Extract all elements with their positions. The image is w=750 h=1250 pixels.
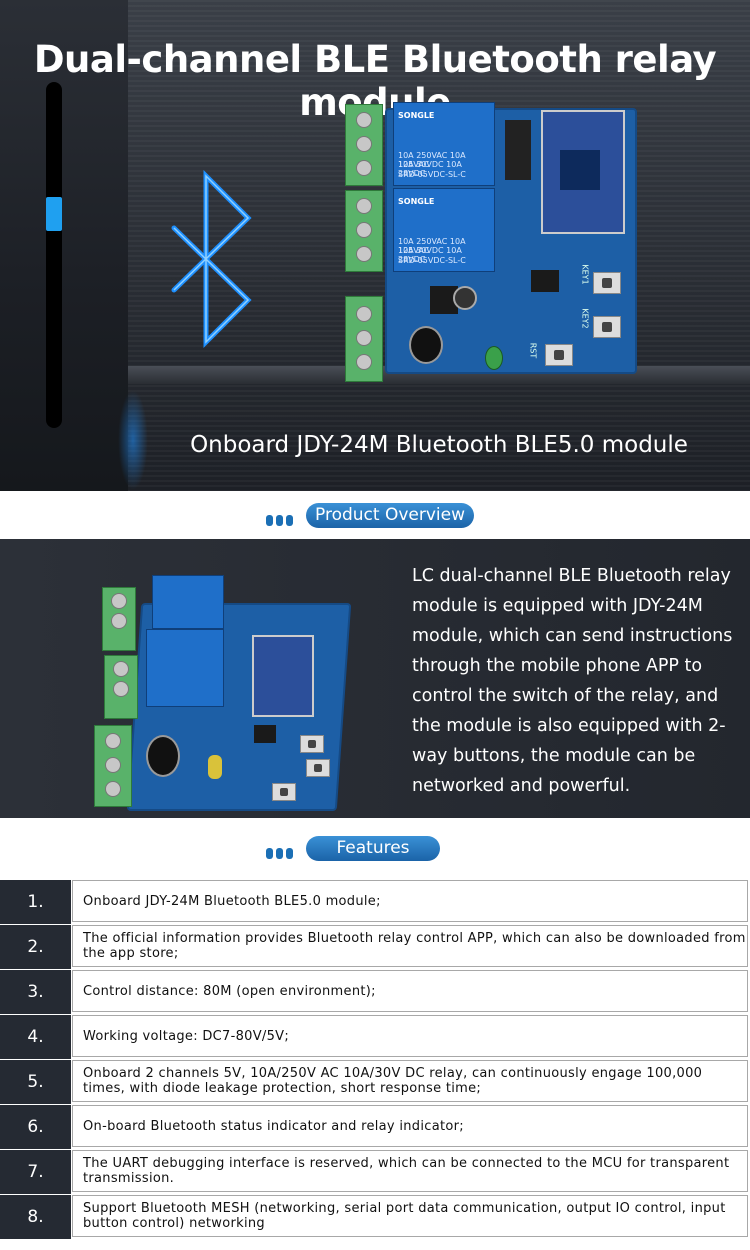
row-number: 3. bbox=[0, 970, 71, 1014]
row-text: Support Bluetooth MESH (networking, seri… bbox=[72, 1195, 748, 1237]
dots-decoration bbox=[266, 844, 296, 863]
relay-rating-line: 10A 250VAC 10A 125VAC bbox=[398, 237, 466, 255]
row-number: 5. bbox=[0, 1060, 71, 1104]
row-text: On-board Bluetooth status indicator and … bbox=[72, 1105, 748, 1147]
relay-brand: SONGLE bbox=[398, 197, 435, 206]
overview-section-header: Product Overview bbox=[0, 491, 750, 539]
row-number: 4. bbox=[0, 1015, 71, 1059]
table-row: 7. The UART debugging interface is reser… bbox=[0, 1150, 750, 1194]
rst-button bbox=[545, 344, 573, 366]
blue-glow bbox=[118, 390, 148, 490]
hero-subtitle: Onboard JDY-24M Bluetooth BLE5.0 module bbox=[190, 432, 688, 458]
relay-rating-line: 10A 250VAC 10A 125VAC bbox=[398, 151, 466, 169]
row-text: The UART debugging interface is reserved… bbox=[72, 1150, 748, 1192]
key1-button bbox=[593, 272, 621, 294]
table-row: 1. Onboard JDY-24M Bluetooth BLE5.0 modu… bbox=[0, 880, 750, 924]
row-text: Onboard 2 channels 5V, 10A/250V AC 10A/3… bbox=[72, 1060, 748, 1102]
rst-label: RST bbox=[528, 342, 538, 359]
row-number: 8. bbox=[0, 1195, 71, 1239]
key2-button bbox=[593, 316, 621, 338]
relay-model: SRD-05VDC-SL-C bbox=[398, 170, 466, 179]
table-row: 2. The official information provides Blu… bbox=[0, 925, 750, 969]
row-number: 2. bbox=[0, 925, 71, 969]
overview-board-image bbox=[92, 575, 352, 811]
bluetooth-icon bbox=[171, 170, 252, 349]
table-row: 8. Support Bluetooth MESH (networking, s… bbox=[0, 1195, 750, 1239]
row-number: 1. bbox=[0, 880, 71, 924]
overview-heading: Product Overview bbox=[306, 503, 474, 528]
table-row: 4. Working voltage: DC7-80V/5V; bbox=[0, 1015, 750, 1059]
relay-rating-line: 10A 30VDC 10A 28VDC bbox=[398, 160, 462, 178]
row-text: The official information provides Blueto… bbox=[72, 925, 748, 967]
features-section-header: Features bbox=[0, 824, 750, 872]
key1-label: KEY1 bbox=[580, 264, 590, 285]
key2-label: KEY2 bbox=[580, 308, 590, 329]
table-row: 5. Onboard 2 channels 5V, 10A/250V AC 10… bbox=[0, 1060, 750, 1104]
slider-thumb[interactable] bbox=[46, 197, 62, 232]
table-row: 6. On-board Bluetooth status indicator a… bbox=[0, 1105, 750, 1149]
hero-banner: Dual-channel BLE Bluetooth relay module … bbox=[0, 0, 750, 491]
overview-panel: LC dual-channel BLE Bluetooth relay modu… bbox=[0, 539, 750, 818]
relay-brand: SONGLE bbox=[398, 111, 435, 120]
table-row: 3. Control distance: 80M (open environme… bbox=[0, 970, 750, 1014]
slider-track[interactable] bbox=[46, 82, 62, 428]
row-text: Control distance: 80M (open environment)… bbox=[72, 970, 748, 1012]
overview-description: LC dual-channel BLE Bluetooth relay modu… bbox=[412, 566, 733, 796]
features-heading: Features bbox=[306, 836, 440, 861]
relay-1: SONGLE 10A 250VAC 10A 125VAC 10A 30VDC 1… bbox=[393, 102, 495, 186]
row-text: Onboard JDY-24M Bluetooth BLE5.0 module; bbox=[72, 880, 748, 922]
relay-2: SONGLE 10A 250VAC 10A 125VAC 10A 30VDC 1… bbox=[393, 188, 495, 272]
relay-board-image: SONGLE 10A 250VAC 10A 125VAC 10A 30VDC 1… bbox=[345, 100, 640, 382]
row-text: Working voltage: DC7-80V/5V; bbox=[72, 1015, 748, 1057]
relay-rating-line: 10A 30VDC 10A 28VDC bbox=[398, 246, 462, 264]
row-number: 7. bbox=[0, 1150, 71, 1194]
row-number: 6. bbox=[0, 1105, 71, 1149]
relay-model: SRD-05VDC-SL-C bbox=[398, 256, 466, 265]
dots-decoration bbox=[266, 511, 296, 530]
